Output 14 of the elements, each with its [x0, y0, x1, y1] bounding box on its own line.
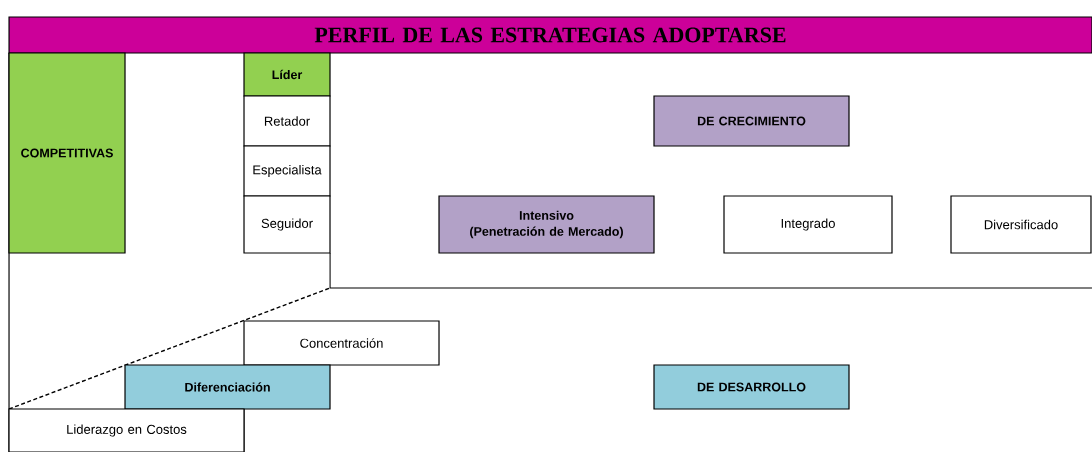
- strategy-box: Diferenciación: [124, 364, 331, 410]
- strategy-box: Concentración: [243, 320, 440, 366]
- strategy-box: Retador: [243, 95, 331, 147]
- strategy-box: Seguidor: [243, 195, 331, 254]
- strategy-box: Especialista: [243, 145, 331, 197]
- title-band: PERFIL DE LAS ESTRATEGIAS ADOPTARSE: [8, 16, 1092, 54]
- strategy-box: Líder: [243, 52, 331, 97]
- strategy-box: Intensivo (Penetración de Mercado): [438, 195, 655, 254]
- category-box: DE CRECIMIENTO: [653, 95, 850, 147]
- strategy-box: Integrado: [723, 195, 893, 254]
- category-box: DE DESARROLLO: [653, 364, 850, 410]
- strategy-box: Liderazgo en Costos: [8, 408, 245, 452]
- category-box: COMPETITIVAS: [8, 52, 126, 254]
- strategy-box: Diversificado: [950, 195, 1092, 254]
